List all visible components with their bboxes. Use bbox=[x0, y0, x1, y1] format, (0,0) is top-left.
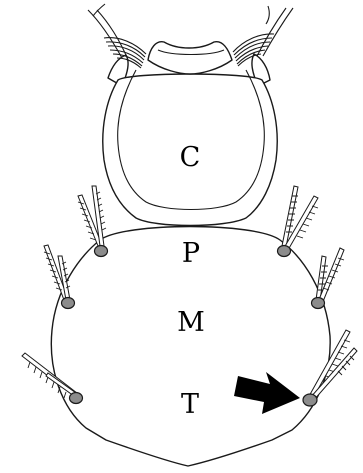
right-appendage bbox=[252, 6, 293, 86]
socket-left-upper bbox=[95, 246, 108, 257]
label-meso: M bbox=[177, 307, 205, 338]
socket-right-lower bbox=[303, 394, 317, 406]
left-appendage bbox=[88, 4, 128, 86]
label-pro: P bbox=[182, 238, 200, 269]
socket-right-middle bbox=[312, 298, 325, 309]
clypeus bbox=[148, 42, 232, 74]
socket-left-lower bbox=[70, 393, 83, 404]
label-tail: T bbox=[181, 389, 199, 420]
socket-left-middle bbox=[62, 298, 75, 309]
socket-right-upper bbox=[278, 246, 291, 257]
label-capsule: C bbox=[180, 142, 201, 173]
